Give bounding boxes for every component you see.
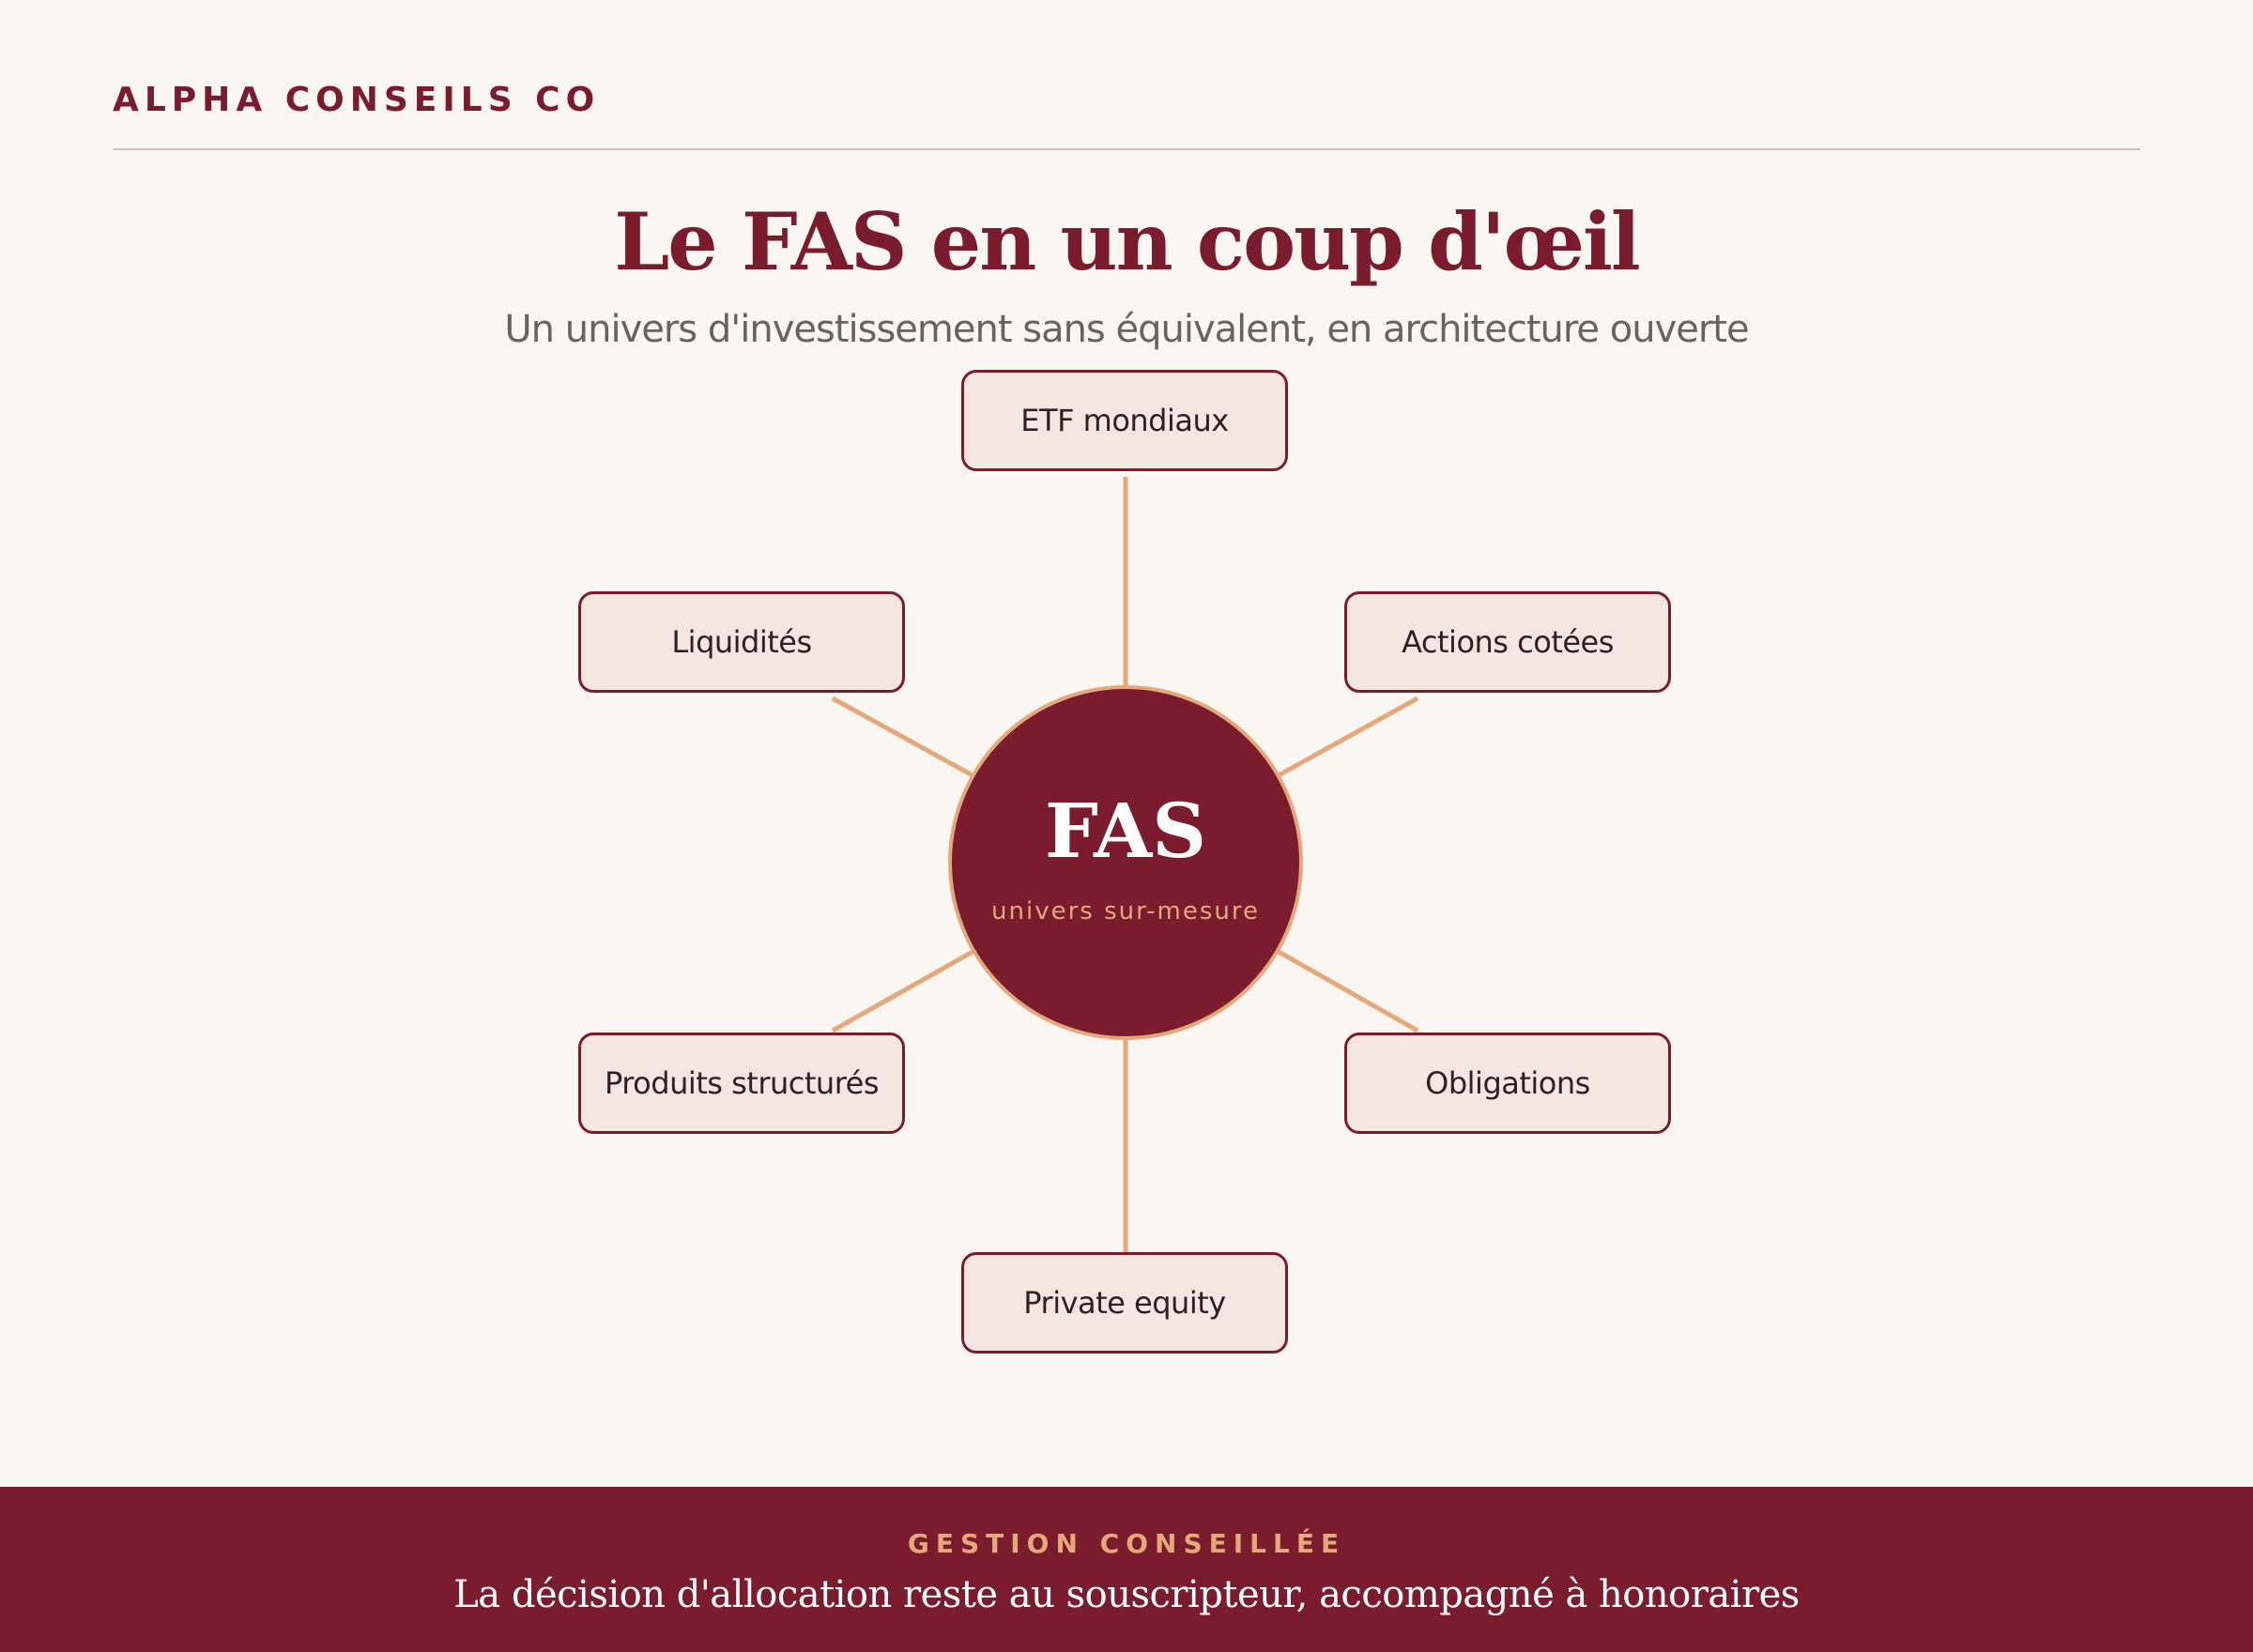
node-actions-cotees: Actions cotées <box>1344 591 1671 693</box>
hub-circle: FAS univers sur-mesure <box>948 685 1303 1040</box>
footer-kicker: GESTION CONSEILLÉE <box>907 1528 1346 1559</box>
connector-actions-cotees <box>1277 696 1419 778</box>
node-etf-mondiaux: ETF mondiaux <box>961 370 1288 471</box>
node-private-equity: Private equity <box>961 1252 1288 1354</box>
hub-label: FAS <box>1045 787 1206 875</box>
connector-produits-structures <box>831 949 974 1033</box>
page-subtitle: Un univers d'investissement sans équival… <box>504 308 1749 351</box>
node-obligations: Obligations <box>1344 1032 1671 1134</box>
brand-name: ALPHA CONSEILS CO <box>113 81 601 119</box>
page-title: Le FAS en un coup d'œil <box>614 195 1641 288</box>
hub-sublabel: univers sur-mesure <box>991 897 1260 925</box>
connector-liquidites <box>831 696 974 778</box>
node-liquidites: Liquidités <box>578 591 905 693</box>
header-divider <box>113 148 2140 150</box>
footer-statement: La décision d'allocation reste au souscr… <box>453 1573 1800 1616</box>
footer-banner: GESTION CONSEILLÉE La décision d'allocat… <box>0 1487 2253 1652</box>
connector-obligations <box>1277 949 1419 1033</box>
node-produits-structures: Produits structurés <box>578 1032 905 1134</box>
